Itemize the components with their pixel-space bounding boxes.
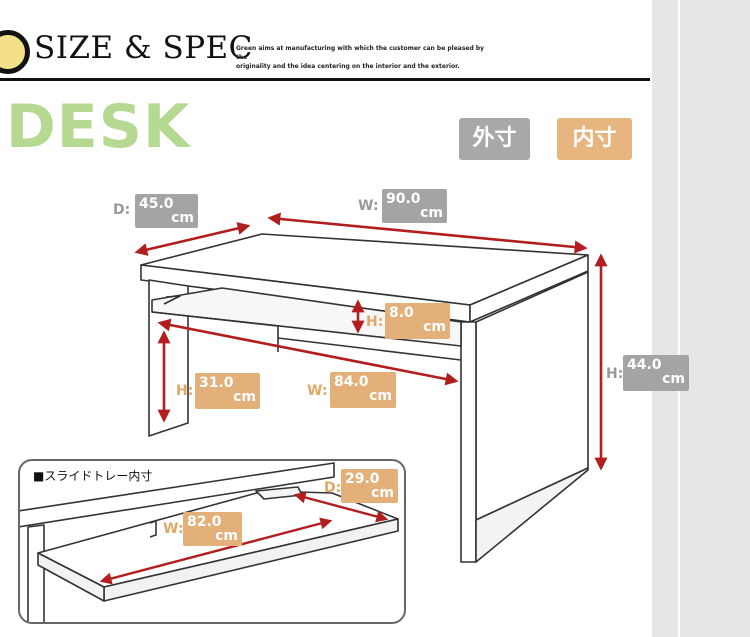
height-outer-unit: cm [662,371,685,387]
dimension-arrows [134,212,608,471]
slide-tray-caption: ■スライドトレー内寸 [33,469,153,483]
tray-width-label: 82.0 cm [183,512,242,546]
product-title: DESK [6,92,191,162]
leg-height-value: 31.0 [199,375,234,391]
legend-inner-dimensions: 内寸 [557,118,632,160]
side-strip [650,0,750,637]
arrow-width-outer [267,212,588,254]
header-tagline: Green aims at manufacturing with which t… [236,44,496,71]
tray-width-unit: cm [215,528,238,544]
arrow-tray-depth [293,491,389,523]
tray-depth-unit: cm [371,485,394,501]
depth-outer-unit: cm [171,210,194,226]
legend-outer-dimensions: 外寸 [459,118,530,160]
width-inner-unit: cm [369,388,392,404]
depth-outer-letter: D: [113,202,131,218]
shelf-height-letter: H: [366,314,384,330]
depth-outer-label: 45.0 cm [135,194,198,228]
shelf-height-unit: cm [423,319,446,335]
arrow-depth-outer [134,222,251,256]
width-inner-value: 84.0 [334,374,369,390]
header-circle-icon [0,30,30,74]
height-outer-letter: H: [606,366,624,382]
shelf-height-value: 8.0 [389,305,414,321]
width-outer-unit: cm [420,205,443,221]
shelf-height-label: 8.0 cm [385,303,450,339]
leg-height-label: 31.0 cm [195,373,260,409]
width-outer-label: 90.0 cm [382,189,447,223]
tagline-line-2: originality and the idea centering on th… [236,63,460,70]
width-outer-letter: W: [358,198,379,214]
leg-height-letter: H: [176,383,194,399]
arrow-tray-width [99,517,333,585]
arrow-width-inner [157,318,459,386]
leg-height-unit: cm [233,389,256,405]
tagline-line-1: Green aims at manufacturing with which t… [236,45,485,61]
width-inner-label: 84.0 cm [330,372,396,408]
width-outer-value: 90.0 [386,191,421,207]
page-title: SIZE & SPEC [34,30,253,66]
tray-depth-letter: D: [324,480,342,496]
width-inner-letter: W: [307,383,328,399]
header-divider [0,78,650,81]
height-outer-label: 44.0 cm [623,355,689,391]
tray-width-value: 82.0 [187,514,222,530]
tray-depth-value: 29.0 [345,471,380,487]
tray-width-letter: W: [163,521,184,537]
depth-outer-value: 45.0 [139,196,174,212]
height-outer-value: 44.0 [627,357,662,373]
tray-depth-label: 29.0 cm [341,469,398,503]
